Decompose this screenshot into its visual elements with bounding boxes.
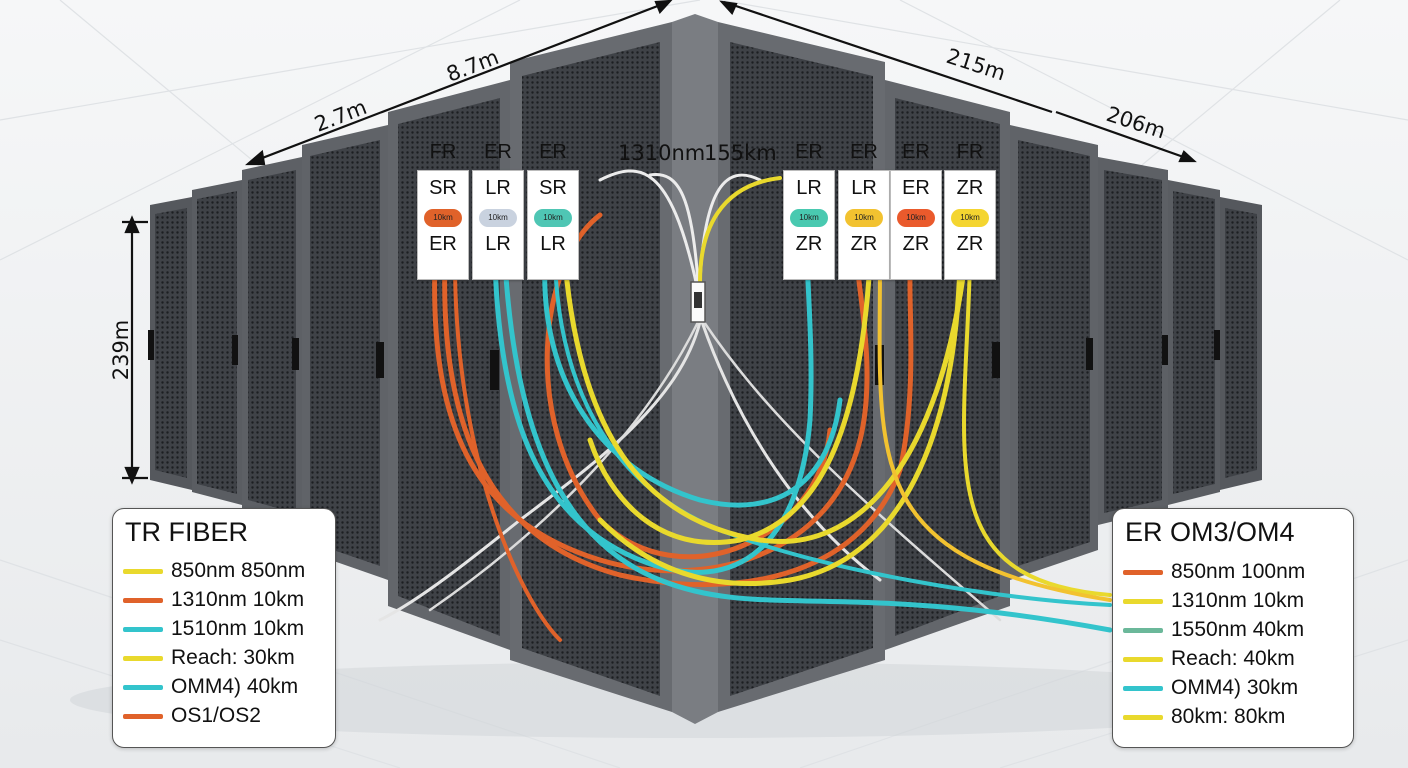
port-tag-type-label: SR — [539, 177, 567, 199]
port-tag-bottom-label: ZR — [795, 233, 823, 255]
port-tag-top-label: ER — [539, 141, 567, 163]
legend-row-label: Reach: 30km — [171, 646, 295, 669]
port-tag-top-label: FR — [956, 141, 984, 163]
corner-post — [672, 14, 718, 724]
legend-swatch — [123, 685, 163, 690]
port-tag-type-label: ER — [902, 177, 930, 199]
port-tag-top-label: ER — [902, 141, 930, 163]
port-tag-left-1: FR SR 10km ER — [417, 141, 469, 280]
legend-swatch — [1123, 599, 1163, 604]
legend-row-label: 1310nm 10km — [171, 588, 305, 611]
port-tag-bottom-label: LR — [485, 233, 511, 255]
port-tag-left-3: ER SR 10km LR — [527, 141, 579, 280]
legend-swatch — [1123, 686, 1163, 691]
port-tag-type-label: LR — [796, 177, 822, 199]
legend-swatch — [123, 656, 163, 661]
legend-row-label: 850nm 100nm — [1171, 560, 1306, 583]
port-tag-pill: 10km — [479, 209, 517, 227]
port-tag-type-label: SR — [429, 177, 457, 199]
port-tag-bottom-label: ZR — [956, 233, 984, 255]
port-tag-top-label: FR — [429, 141, 457, 163]
port-tag-pill: 10km — [424, 209, 462, 227]
port-tag-bottom-label: ZR — [902, 233, 930, 255]
port-tag-right-3: ER ER 10km ZR — [890, 141, 942, 280]
port-tag-right-1: ER LR 10km ZR — [783, 141, 835, 280]
port-tag-left-2: ER LR 10km LR — [472, 141, 524, 280]
port-tag-right-4: FR ZR 10km ZR — [944, 141, 996, 280]
port-tag-bottom-label: ER — [429, 233, 457, 255]
fiber-cables — [378, 169, 1113, 642]
legend-row-label: 1510nm 10km — [171, 617, 305, 640]
legend-swatch — [123, 598, 163, 603]
port-tag-type-label: LR — [485, 177, 511, 199]
port-tag-top-label: ER — [850, 141, 878, 163]
legend-swatch — [123, 569, 163, 574]
port-tag-pill: 10km — [790, 209, 828, 227]
port-tag-bottom-label: ZR — [850, 233, 878, 255]
port-tag-pill: 10km — [845, 209, 883, 227]
port-tag-top-label: ER — [795, 141, 823, 163]
legend-row-label: OMM4) 30km — [1171, 676, 1299, 699]
legend-swatch — [1123, 570, 1163, 575]
port-tag-top-label: ER — [484, 141, 512, 163]
port-tag-right-2: ER LR 10km ZR — [838, 141, 890, 280]
legend-left: TR FIBER 850nm 850nm 1310nm 10km 1510nm … — [112, 508, 336, 748]
legend-swatch — [1123, 628, 1163, 633]
legend-swatch — [123, 714, 163, 719]
port-tag-pill: 10km — [897, 209, 935, 227]
legend-swatch — [1123, 715, 1163, 720]
legend-right-title: ER OM3/OM4 — [1125, 517, 1295, 547]
port-tag-bottom-label: LR — [540, 233, 566, 255]
top-wavelength-label: 1310nm — [618, 141, 705, 165]
top-distance-label: 155km — [704, 141, 777, 165]
legend-row-label: OMM4) 40km — [171, 675, 299, 698]
legend-row-label: 1310nm 10km — [1171, 589, 1305, 612]
legend-left-title: TR FIBER — [125, 517, 249, 547]
legend-right: ER OM3/OM4 850nm 100nm 1310nm 10km 1550n… — [1112, 508, 1354, 748]
legend-row-label: Reach: 40km — [1171, 647, 1295, 670]
port-tag-pill: 10km — [951, 209, 989, 227]
legend-row-label: 1550nm 40km — [1171, 618, 1305, 641]
port-tag-type-label: LR — [851, 177, 877, 199]
legend-row-label: OS1/OS2 — [171, 704, 261, 727]
legend-row-label: 80km: 80km — [1171, 705, 1286, 728]
port-tag-pill: 10km — [534, 209, 572, 227]
legend-swatch — [123, 627, 163, 632]
dimension-arrows — [122, 0, 1197, 485]
dim-height-label: 239m — [109, 320, 133, 381]
legend-swatch — [1123, 657, 1163, 662]
port-tag-type-label: ZR — [956, 177, 984, 199]
legend-row-label: 850nm 850nm — [171, 559, 306, 582]
